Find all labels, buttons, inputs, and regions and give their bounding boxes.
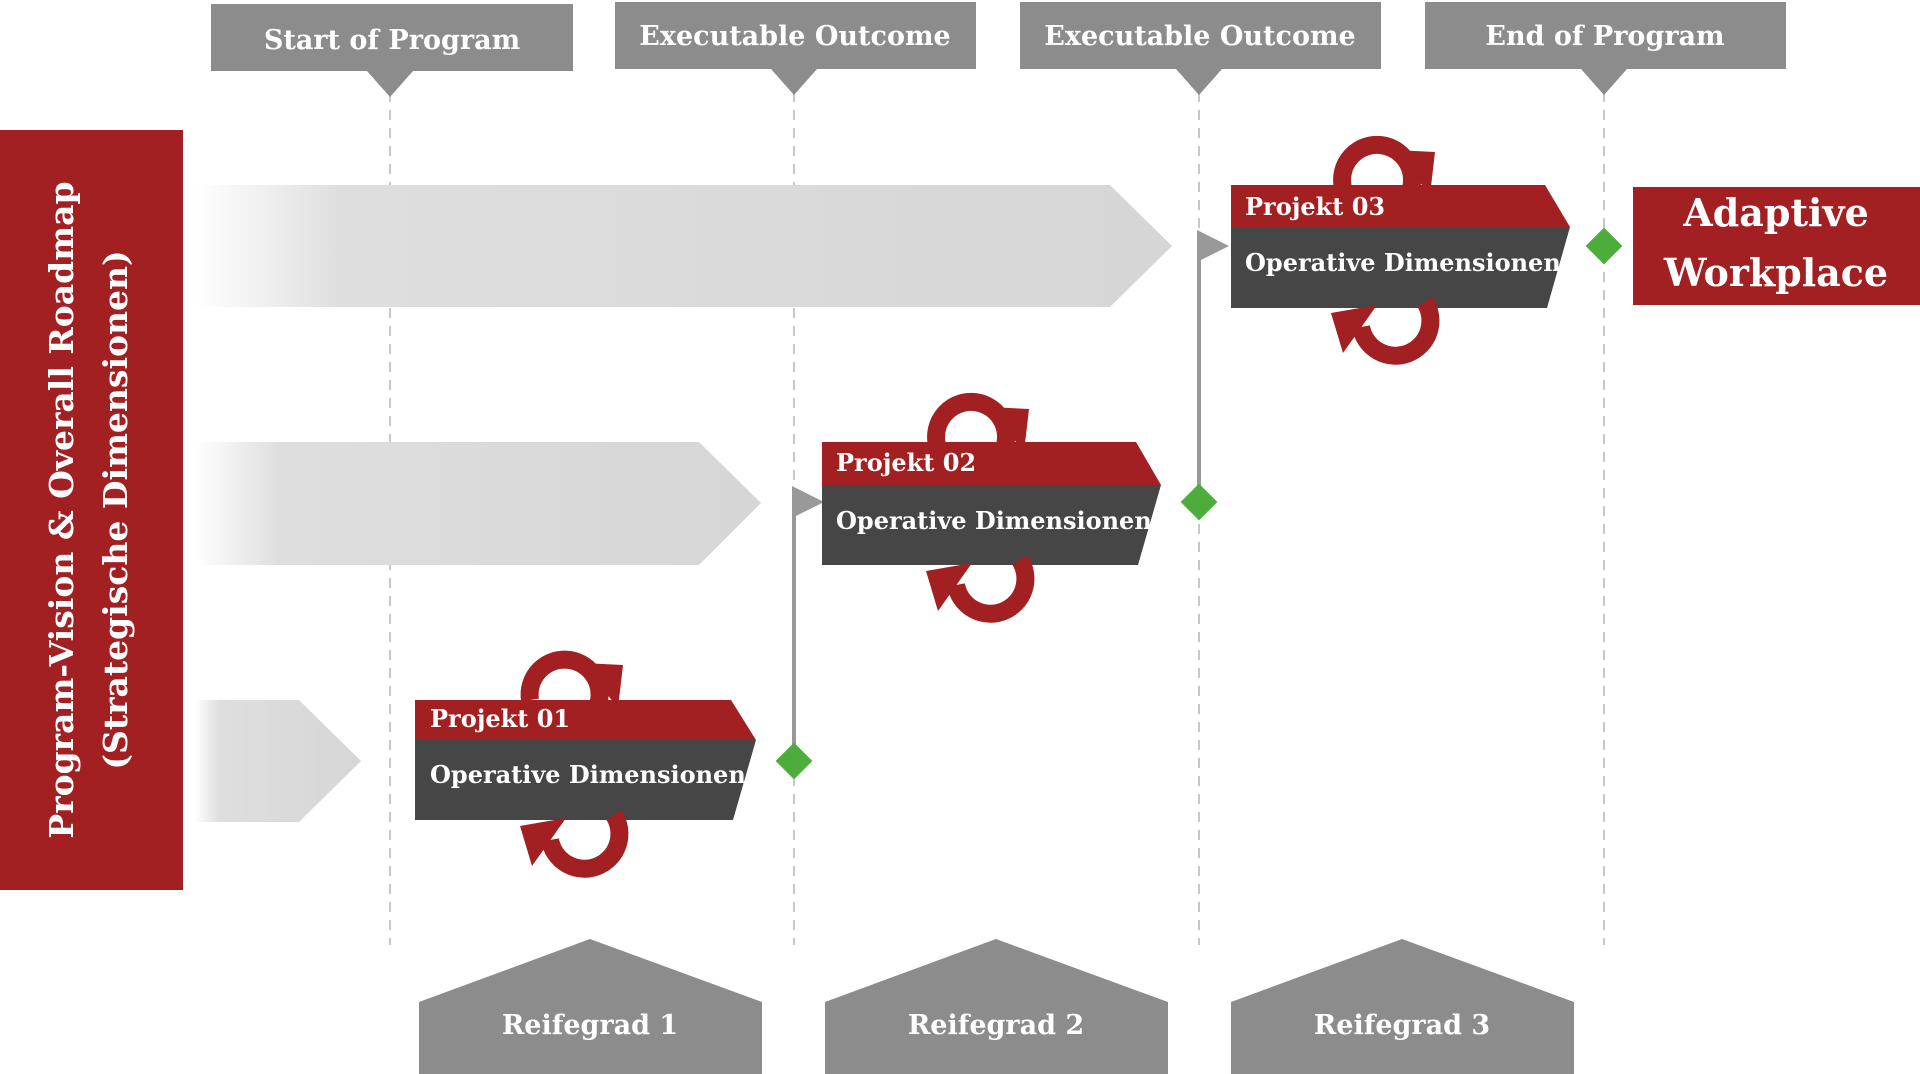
cycle-arrow-icon xyxy=(520,650,609,714)
project-03-title: Projekt 03 xyxy=(1245,192,1385,221)
strategic-arrow-3 xyxy=(195,185,1172,307)
milestone-outcome-1: Executable Outcome xyxy=(615,2,976,95)
project-03-subtitle: Operative Dimensionen xyxy=(1245,248,1561,277)
maturity-1: Reifegrad 1 xyxy=(419,939,762,1074)
project-02: Projekt 02 Operative Dimensionen xyxy=(822,392,1161,623)
cycle-arrowhead-icon xyxy=(1331,305,1377,353)
maturity-2: Reifegrad 2 xyxy=(825,939,1168,1074)
cycle-arrowhead-icon xyxy=(926,563,972,611)
milestone-outcome-2-label: Executable Outcome xyxy=(1044,21,1355,52)
connector-1-2 xyxy=(792,486,824,760)
goal-box: Adaptive Workplace xyxy=(1633,187,1920,305)
milestone-start-label: Start of Program xyxy=(264,25,520,56)
strategic-arrow-2 xyxy=(195,442,761,565)
vision-subtitle: (Strategische Dimensionen) xyxy=(96,250,135,769)
cycle-arrowhead-icon xyxy=(1394,150,1435,195)
cycle-arrow-icon xyxy=(947,555,1035,623)
project-02-subtitle: Operative Dimensionen xyxy=(836,506,1152,535)
cycle-arrow-icon xyxy=(1333,135,1422,203)
maturity-3-label: Reifegrad 3 xyxy=(1314,1010,1490,1041)
cycle-arrowhead-icon xyxy=(520,818,566,866)
project-02-title: Projekt 02 xyxy=(836,448,976,477)
milestone-diamond-3 xyxy=(1585,227,1623,265)
milestone-end-label: End of Program xyxy=(1485,21,1724,52)
milestone-start: Start of Program xyxy=(211,4,573,97)
project-01-title: Projekt 01 xyxy=(430,704,570,733)
cycle-arrowhead-icon xyxy=(988,407,1029,452)
goal-line-2: Workplace xyxy=(1663,250,1888,295)
maturity-2-label: Reifegrad 2 xyxy=(908,1010,1084,1041)
vision-title: Program-Vision & Overall Roadmap xyxy=(42,181,81,838)
project-01-subtitle: Operative Dimensionen xyxy=(430,760,746,789)
maturity-3: Reifegrad 3 xyxy=(1231,939,1574,1074)
cycle-arrow-icon xyxy=(1352,297,1440,365)
goal-line-1: Adaptive xyxy=(1682,190,1869,235)
vision-banner: Program-Vision & Overall Roadmap (Strate… xyxy=(0,130,183,890)
strategic-arrow-1 xyxy=(195,700,361,822)
cycle-arrowhead-icon xyxy=(582,663,623,708)
cycle-arrow-icon xyxy=(927,392,1016,460)
milestone-outcome-1-label: Executable Outcome xyxy=(639,21,950,52)
cycle-arrow-icon xyxy=(541,810,629,878)
project-01: Projekt 01 Operative Dimensionen xyxy=(415,650,756,878)
milestone-outcome-2: Executable Outcome xyxy=(1020,2,1381,95)
milestone-diamond-1 xyxy=(775,742,813,780)
milestone-end: End of Program xyxy=(1425,2,1786,95)
project-03: Projekt 03 Operative Dimensionen xyxy=(1231,135,1570,365)
milestone-diamond-2 xyxy=(1180,483,1218,521)
maturity-1-label: Reifegrad 1 xyxy=(502,1010,678,1041)
connector-2-3 xyxy=(1197,230,1229,502)
